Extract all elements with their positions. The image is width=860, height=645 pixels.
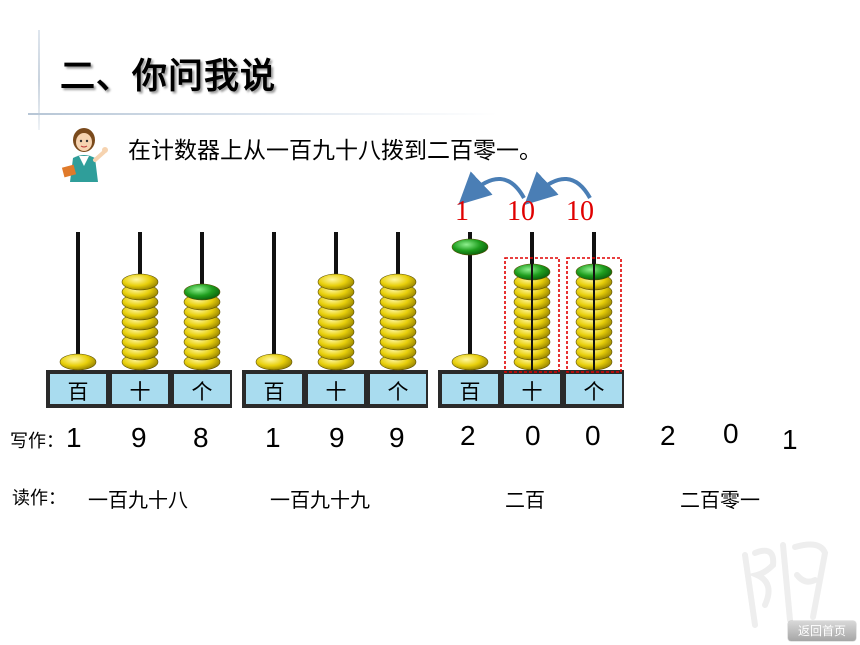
bead-green <box>451 238 489 256</box>
write-digit: 2 <box>660 420 676 451</box>
place-label: 百 <box>264 380 285 404</box>
bead-yellow <box>451 353 489 371</box>
decor-vertical-line <box>38 30 40 130</box>
bead-yellow <box>59 353 97 371</box>
abacus: 百十个 <box>438 232 624 408</box>
place-cell <box>50 374 106 404</box>
page-title: 二、你问我说 <box>60 57 277 97</box>
reading-198: 一百九十八 <box>88 488 188 512</box>
write-digit: 0 <box>525 420 541 451</box>
place-label: 十 <box>522 380 543 404</box>
place-cell <box>370 374 426 404</box>
ten-group-box <box>566 257 622 373</box>
watermark-logo <box>742 541 829 628</box>
place-cell <box>308 374 364 404</box>
write-digit: 0 <box>723 418 739 449</box>
place-cell <box>504 374 560 404</box>
back-to-home-button[interactable]: 返回首页 <box>788 621 856 641</box>
carry-label-tens: 10 <box>507 196 535 227</box>
place-cell <box>174 374 230 404</box>
place-label: 个 <box>192 380 213 404</box>
bead-yellow <box>379 273 417 291</box>
place-label: 十 <box>326 380 347 404</box>
carry-arrow-right <box>524 171 592 205</box>
carry-label-ones: 10 <box>566 196 594 227</box>
ten-group-box <box>504 257 560 373</box>
place-label: 个 <box>584 380 605 404</box>
reading-201: 二百零一 <box>680 488 760 512</box>
place-cell <box>112 374 168 404</box>
place-cell <box>442 374 498 404</box>
teacher-icon <box>61 128 108 182</box>
write-digit: 2 <box>460 420 476 451</box>
instruction-text: 在计数器上从一百九十八拨到二百零一。 <box>128 138 542 164</box>
write-label: 写作： <box>10 431 64 452</box>
abacus: 百十个 <box>46 232 232 408</box>
bead-yellow <box>121 273 159 291</box>
bead-green <box>183 283 221 301</box>
place-label: 百 <box>460 380 481 404</box>
reading-199: 一百九十九 <box>270 488 370 512</box>
place-label: 十 <box>130 380 151 404</box>
bead-yellow <box>255 353 293 371</box>
read-label: 读作： <box>12 488 66 509</box>
write-digit: 9 <box>389 422 405 453</box>
write-digit: 1 <box>265 422 281 453</box>
write-digit: 9 <box>329 422 345 453</box>
write-digit: 8 <box>193 422 209 453</box>
decor-horizontal-line <box>28 113 498 115</box>
bead-yellow <box>317 273 355 291</box>
abacus-figure: 百十个百十个百十个 <box>46 171 624 408</box>
write-digit: 1 <box>782 424 798 455</box>
abacus: 百十个 <box>242 232 428 408</box>
write-digit: 0 <box>585 420 601 451</box>
carry-label-hundreds: 1 <box>455 196 469 227</box>
place-cell <box>566 374 622 404</box>
place-cell <box>246 374 302 404</box>
place-label: 个 <box>388 380 409 404</box>
place-label: 百 <box>68 380 89 404</box>
carry-arrow-left <box>458 171 526 205</box>
write-digit: 1 <box>66 422 82 453</box>
reading-200: 二百 <box>505 488 545 512</box>
write-digit: 9 <box>131 422 147 453</box>
